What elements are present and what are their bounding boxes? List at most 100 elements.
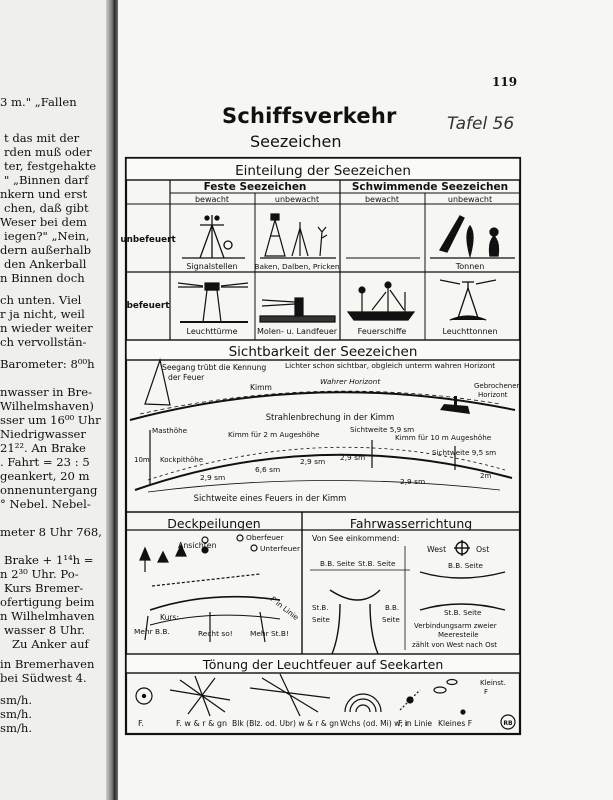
label-dist-a: 2,9 sm — [200, 473, 225, 482]
left-page-line: iegen?" „Nein, — [4, 229, 90, 243]
left-page-line: r ja nicht, weil — [0, 307, 85, 321]
left-page-line: ° Nebel. Nebel- — [0, 497, 91, 511]
col-schwimmende: Schwimmende Seezeichen — [352, 181, 508, 193]
label-mehr-bb: Mehr B.B. — [134, 627, 170, 636]
label-gebrochener: Gebrochener — [474, 382, 520, 390]
label-seite-2: Seite — [382, 616, 400, 624]
publisher-logo-icon — [500, 714, 516, 730]
label-2m: 2m — [480, 472, 491, 480]
left-page-line: nkern und erst — [0, 187, 88, 201]
label-kurs: Kurs: — [160, 613, 179, 622]
label-sichtweite-feuer: Sichtweite eines Feuers in der Kimm — [194, 493, 347, 503]
label-meeresteile: Meeresteile — [438, 631, 479, 639]
page-subtitle: Seezeichen — [250, 132, 342, 151]
label-recht-so: Recht so! — [198, 629, 233, 638]
label-kimm: Kimm — [250, 383, 272, 392]
legend-kleines-f: Kleines F — [438, 719, 472, 728]
label-stb: St.B. — [312, 604, 328, 612]
cell-tonnen: Tonnen — [455, 262, 485, 271]
legend-f-w-r-gn: F. w & r & gn — [176, 719, 227, 728]
label-oberfeuer: Oberfeuer — [246, 533, 284, 542]
left-page-line: n wieder weiter — [0, 321, 93, 335]
section-toenung: Tönung der Leuchtfeuer auf Seekarten F. … — [125, 653, 521, 730]
left-page-line: dern außerhalb — [0, 243, 92, 257]
left-page-line: Weser bei dem — [0, 215, 87, 229]
left-page-line: onnenuntergang — [0, 483, 98, 497]
left-page-line: den Ankerball — [4, 257, 87, 271]
left-page-line: n 2³⁰ Uhr. Po- — [0, 567, 79, 581]
cell-leuchttuerme: Leuchttürme — [187, 327, 238, 336]
left-page-line: n Wilhelmhaven — [0, 609, 95, 623]
cell-molenfeuer: Molen- u. Landfeuer — [257, 327, 338, 336]
left-page-line: rden muß oder — [4, 145, 92, 159]
earth-curve-1 — [129, 391, 516, 421]
section-fahrwasser: Fahrwasserrichtung Von See einkommend: B… — [310, 516, 506, 655]
left-page-line: Wilhelmshaven) — [0, 399, 94, 413]
page-number: 119 — [492, 75, 518, 89]
label-wahrer-horizont: Wahrer Horizont — [320, 377, 381, 386]
legend-f-in-linie: F in Linie — [398, 719, 432, 728]
left-page-line: Barometer: 8⁰⁰h — [0, 357, 95, 371]
section-sichtbarkeit: Sichtbarkeit der Seezeichen Seegang trüb… — [125, 339, 521, 513]
pier-light-icon — [259, 297, 336, 323]
left-page-line: sm/h. — [0, 693, 33, 707]
label-bb-seite: B.B. Seite — [320, 559, 356, 568]
col-feste: Feste Seezeichen — [204, 181, 307, 193]
label-dist-b: 6,6 sm — [255, 465, 280, 474]
cell-signalstellen: Signalstellen — [186, 262, 237, 271]
left-page-line: meter 8 Uhr 768, — [0, 525, 102, 539]
section-fahrwasser-title: Fahrwasserrichtung — [350, 516, 472, 531]
left-page-line: t das mit der — [4, 131, 80, 145]
label-kleinst: Kleinst. — [480, 679, 506, 687]
cell-baken: Baken, Dalben, Pricken — [254, 262, 339, 271]
label-west: West — [427, 545, 446, 554]
left-page-line: Brake + 1¹⁴h = — [4, 553, 94, 567]
label-der-feuer: der Feuer — [168, 373, 205, 382]
beacon-icon — [260, 213, 336, 259]
left-page-line: " „Binnen darf — [4, 173, 89, 187]
range-lights-icons — [139, 534, 281, 643]
label-horizont: Horizont — [478, 391, 508, 399]
label-seegang: Seegang trübt die Kennung — [162, 363, 266, 372]
label-bb-seite-2: B.B. Seite — [448, 561, 484, 570]
publisher-logo-text: RB — [503, 720, 513, 727]
section-einteilung: Einteilung der Seezeichen Feste Seezeich… — [120, 157, 521, 340]
label-sichtweite-9-5: Sichtweite 9,5 sm — [432, 448, 496, 457]
left-page-line: bei Südwest 4. — [0, 671, 87, 685]
label-mehr-stb: Mehr St.B! — [250, 629, 289, 638]
label-bb: B.B. — [385, 604, 399, 612]
legend-wchs: Wchs (od. Mi) w; r — [340, 719, 409, 728]
row-befeuert: befeuert — [127, 301, 170, 311]
left-page-line: 21²². An Brake — [0, 441, 86, 455]
earth-curve-2 — [134, 453, 513, 491]
left-page-line: . Fahrt = 23 : 5 — [0, 455, 90, 469]
label-strahlenbrechung: Strahlenbrechung in der Kimm — [266, 412, 395, 422]
label-verbindungsarm: Verbindungsarm zweier — [414, 622, 497, 630]
left-page-line: sser um 16⁰⁰ Uhr — [0, 413, 101, 427]
left-page-line: Kurs Bremer- — [4, 581, 84, 595]
label-ost: Ost — [476, 545, 489, 554]
steamer-icon — [440, 404, 470, 414]
label-unterfeuer: Unterfeuer — [260, 544, 301, 553]
legend-blk: Blk (Blz. od. Ubr) w & r & gn — [232, 719, 339, 728]
legend-f: F. — [138, 719, 144, 728]
label-dist-e: 2,9 sm — [400, 477, 425, 486]
left-page-line: wasser 8 Uhr. — [4, 623, 86, 637]
left-page-line: ch vervollstän- — [0, 335, 87, 349]
label-kockpithoehe: Kockpithöhe — [160, 456, 203, 464]
lighthouse-icon — [177, 282, 249, 323]
cell-leuchttonnen: Leuchttonnen — [442, 327, 497, 336]
label-stb-seite: St.B. Seite — [358, 559, 396, 568]
label-kleinst-f: F — [484, 688, 488, 696]
subcol-bewacht-1: bewacht — [195, 195, 229, 204]
left-page-line: sm/h. — [0, 721, 33, 735]
label-kimm-10m: Kimm für 10 m Augeshöhe — [395, 433, 492, 442]
page-title: Schiffsverkehr — [222, 104, 397, 128]
left-page-line: nwasser in Bre- — [0, 385, 92, 399]
label-masthoehe: Masthöhe — [152, 426, 188, 435]
left-page-line: in Bremerhaven — [0, 657, 95, 671]
section-einteilung-title: Einteilung der Seezeichen — [235, 163, 411, 179]
left-page-line: n Binnen doch — [0, 271, 85, 285]
label-kimm-2m: Kimm für 2 m Augeshöhe — [228, 430, 320, 439]
